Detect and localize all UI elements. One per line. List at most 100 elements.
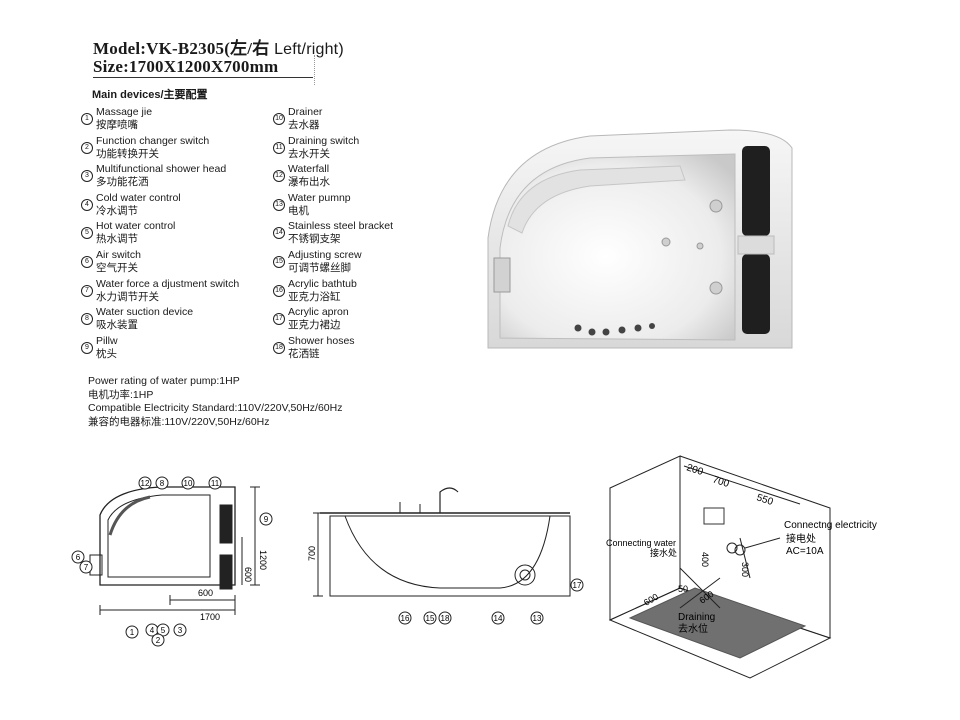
callout-number: 2 <box>156 636 161 645</box>
install-drawing: 200 700 550 Connectng electricity 接电处 AC… <box>606 455 877 679</box>
callout-circle <box>155 476 169 490</box>
callout-circle <box>138 476 152 490</box>
callout-circle <box>173 623 187 637</box>
device-number-badge: 10 <box>273 113 285 125</box>
device-name-en: Shower hoses <box>288 334 355 347</box>
device-number-badge: 1 <box>81 113 93 125</box>
device-name-cn: 按摩喷嘴 <box>96 119 138 131</box>
callout-number: 16 <box>401 614 410 623</box>
callout-circle <box>530 611 544 625</box>
callout-number: 17 <box>573 581 582 590</box>
device-number-badge: 7 <box>81 284 93 297</box>
callout-number: 4 <box>150 626 155 635</box>
callout-circle <box>181 476 195 490</box>
connecting-water-cn: 接水处 <box>650 547 677 558</box>
device-name-en: Multifunctional shower head <box>96 163 227 176</box>
callout-number: 13 <box>533 614 542 623</box>
device-name-cn: 枕头 <box>96 347 117 360</box>
callout-number: 1 <box>130 628 135 637</box>
device-name-cn: 可调节螺丝脚 <box>288 262 351 274</box>
callout-circle <box>438 611 452 625</box>
device-name-en: Drainer <box>288 106 323 118</box>
power-block: Power rating of water pump:1HP 电机功率:1HP … <box>88 375 342 429</box>
device-name-en: Water pumnp <box>288 191 351 204</box>
dim-600-h: 600 <box>198 588 213 598</box>
model-text: Model:VK-B2305(左/右 <box>93 39 270 58</box>
device-number-badge: 11 <box>273 141 285 154</box>
device-number-badge: 9 <box>81 341 93 354</box>
callout-number: 3 <box>178 626 183 635</box>
device-name-cn: 亚克力裙边 <box>288 319 341 332</box>
callout-circle <box>125 625 139 639</box>
dim-550: 550 <box>755 492 775 508</box>
callout-number: 10 <box>184 479 193 488</box>
callout-circle <box>491 611 505 625</box>
draining-label: Draining <box>678 612 715 623</box>
device-name-en: Draining switch <box>288 134 360 147</box>
device-name-cn: 去水开关 <box>288 147 330 160</box>
dim-700-install: 700 <box>711 474 731 490</box>
dim-700: 700 <box>307 546 317 561</box>
dim-1200: 1200 <box>258 550 268 570</box>
device-name-cn: 水力调节开关 <box>96 290 159 303</box>
callout-number: 5 <box>161 626 166 635</box>
device-name-cn: 吸水装置 <box>96 319 138 332</box>
title-underline <box>93 77 313 78</box>
connecting-water-label: Connecting water <box>606 538 676 548</box>
device-name-en: Function changer switch <box>96 134 210 147</box>
device-name-en: Massage jie <box>96 106 153 118</box>
callout-number: 9 <box>264 515 269 524</box>
device-number-badge: 4 <box>81 198 93 211</box>
device-name-en: Pillw <box>96 334 118 347</box>
device-name-cn: 电机 <box>288 204 309 217</box>
device-name-cn: 热水调节 <box>96 233 138 246</box>
connecting-electricity-cn: 接电处 <box>786 532 816 545</box>
callout-number: 15 <box>426 614 435 623</box>
device-name-en: Water suction device <box>96 306 194 319</box>
draining-cn: 去水位 <box>678 622 708 635</box>
power-line-2: 电机功率:1HP <box>88 388 154 401</box>
device-name-en: Waterfall <box>288 163 330 176</box>
connecting-electricity-label: Connectng electricity <box>784 520 877 531</box>
main-devices-heading: Main devices/主要配置 <box>92 89 208 101</box>
dim-50: 50 <box>678 584 688 594</box>
ac-label: AC=10A <box>786 546 824 557</box>
power-line-3: Compatible Electricity Standard:110V/220… <box>88 402 343 414</box>
device-name-en: Hot water control <box>96 220 176 233</box>
device-number-badge: 2 <box>81 141 93 154</box>
device-number-badge: 13 <box>273 198 285 211</box>
callout-number: 11 <box>211 479 220 488</box>
device-name-en: Cold water control <box>96 191 181 204</box>
size-title: Size:1700X1200X700mm <box>93 57 279 76</box>
device-name-cn: 瀑布出水 <box>288 176 330 189</box>
device-name-en: Air switch <box>96 249 141 261</box>
callout-circle <box>79 560 93 574</box>
callout-circle <box>259 512 273 526</box>
bathtub-photo <box>487 129 793 349</box>
dim-400: 400 <box>700 552 710 567</box>
callout-number: 12 <box>141 479 150 488</box>
callout-number: 8 <box>160 479 165 488</box>
device-number-badge: 17 <box>273 313 285 326</box>
device-number-badge: 18 <box>273 341 285 354</box>
device-name-cn: 冷水调节 <box>96 204 138 217</box>
device-number-badge: 16 <box>273 284 285 297</box>
callout-number: 18 <box>441 614 450 623</box>
device-name-cn: 亚克力浴缸 <box>288 290 341 303</box>
model-title: Model:VK-B2305(左/右 Left/right) <box>93 34 344 59</box>
